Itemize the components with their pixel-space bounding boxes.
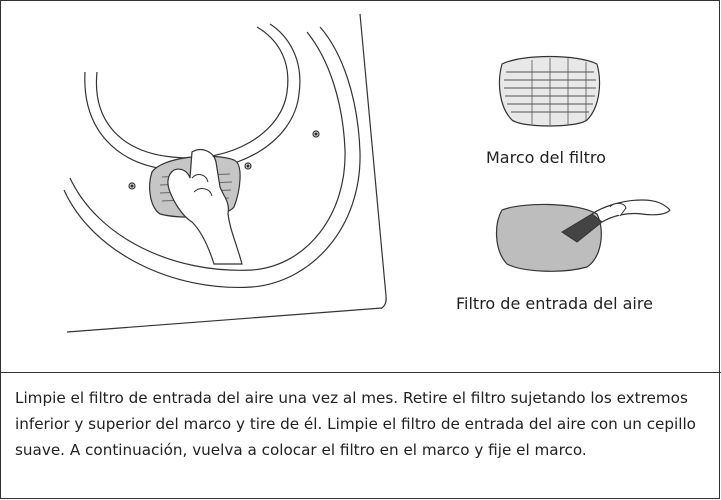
air-inlet-filter-label: Filtro de entrada del aire (456, 294, 653, 313)
dryer-door-icon (63, 13, 387, 333)
divider (1, 372, 721, 373)
filter-frame-icon (498, 55, 601, 127)
illustration-area: Marco del filtro Filtro de entrada del a… (2, 2, 720, 373)
hand-icon (149, 149, 243, 265)
filter-brush-icon (496, 199, 671, 272)
instruction-text: Limpie el filtro de entrada del aire una… (15, 389, 696, 459)
filter-frame-label: Marco del filtro (486, 148, 606, 167)
illustration (63, 13, 671, 333)
